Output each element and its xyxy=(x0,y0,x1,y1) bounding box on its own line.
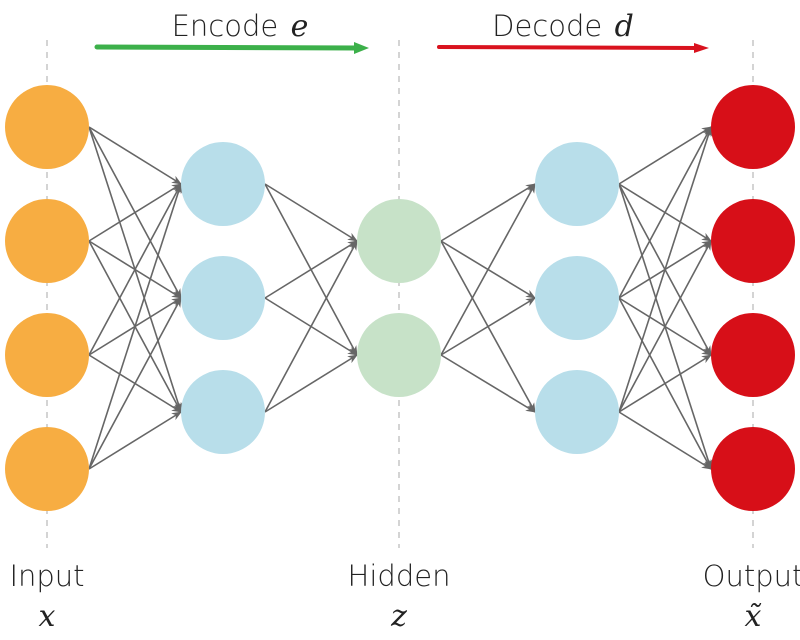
connection-edge xyxy=(264,354,358,413)
connection-edge xyxy=(264,240,358,299)
decode-arrowhead xyxy=(694,43,709,53)
connection-edge xyxy=(88,297,182,470)
neuron-node xyxy=(181,370,265,454)
neuron-node xyxy=(711,199,795,283)
decode-title: Decode d xyxy=(492,9,634,44)
encode-var: e xyxy=(291,9,309,44)
layer-label: Output xyxy=(703,559,800,593)
connection-edge xyxy=(88,126,182,185)
neuron-node xyxy=(5,85,89,169)
connection-edge xyxy=(618,126,712,299)
decode-var: d xyxy=(615,9,634,44)
connection-edge xyxy=(88,411,182,470)
neuron-node xyxy=(5,313,89,397)
neuron-node xyxy=(535,256,619,340)
connection-edge xyxy=(440,354,536,413)
encode-arrowhead xyxy=(354,42,369,54)
connection-edge xyxy=(264,183,358,242)
connection-edge xyxy=(264,240,358,413)
connection-edge xyxy=(440,183,536,356)
connection-edge xyxy=(618,126,713,413)
layer-label: Hidden xyxy=(348,559,451,593)
layer-label: Input xyxy=(9,559,84,593)
neuron-node xyxy=(5,427,89,511)
encode-label: Encode xyxy=(172,9,279,43)
layer-variable: x̃ xyxy=(745,599,763,634)
decode-label: Decode xyxy=(492,9,602,43)
neuron-node xyxy=(357,313,441,397)
connection-edge xyxy=(618,240,712,413)
neuron-node xyxy=(5,199,89,283)
neuron-node xyxy=(711,427,795,511)
connection-edge xyxy=(88,183,182,356)
layer-variable: x xyxy=(39,599,56,634)
connection-edge xyxy=(88,183,183,470)
connection-edge xyxy=(88,183,182,242)
connection-edge xyxy=(440,183,536,242)
neuron-node xyxy=(711,85,795,169)
connection-edge xyxy=(440,297,536,356)
neuron-node xyxy=(181,256,265,340)
neuron-node xyxy=(535,370,619,454)
neuron-node xyxy=(535,142,619,226)
decode-arrow xyxy=(437,45,700,50)
encode-arrow xyxy=(94,44,361,51)
neuron-node xyxy=(711,313,795,397)
neuron-node xyxy=(181,142,265,226)
encode-title: Encode e xyxy=(172,9,309,44)
connection-edge xyxy=(618,411,712,470)
layer-variable: z xyxy=(390,599,407,634)
neuron-node xyxy=(357,199,441,283)
connection-edge xyxy=(618,354,712,413)
connection-edge xyxy=(618,126,712,185)
